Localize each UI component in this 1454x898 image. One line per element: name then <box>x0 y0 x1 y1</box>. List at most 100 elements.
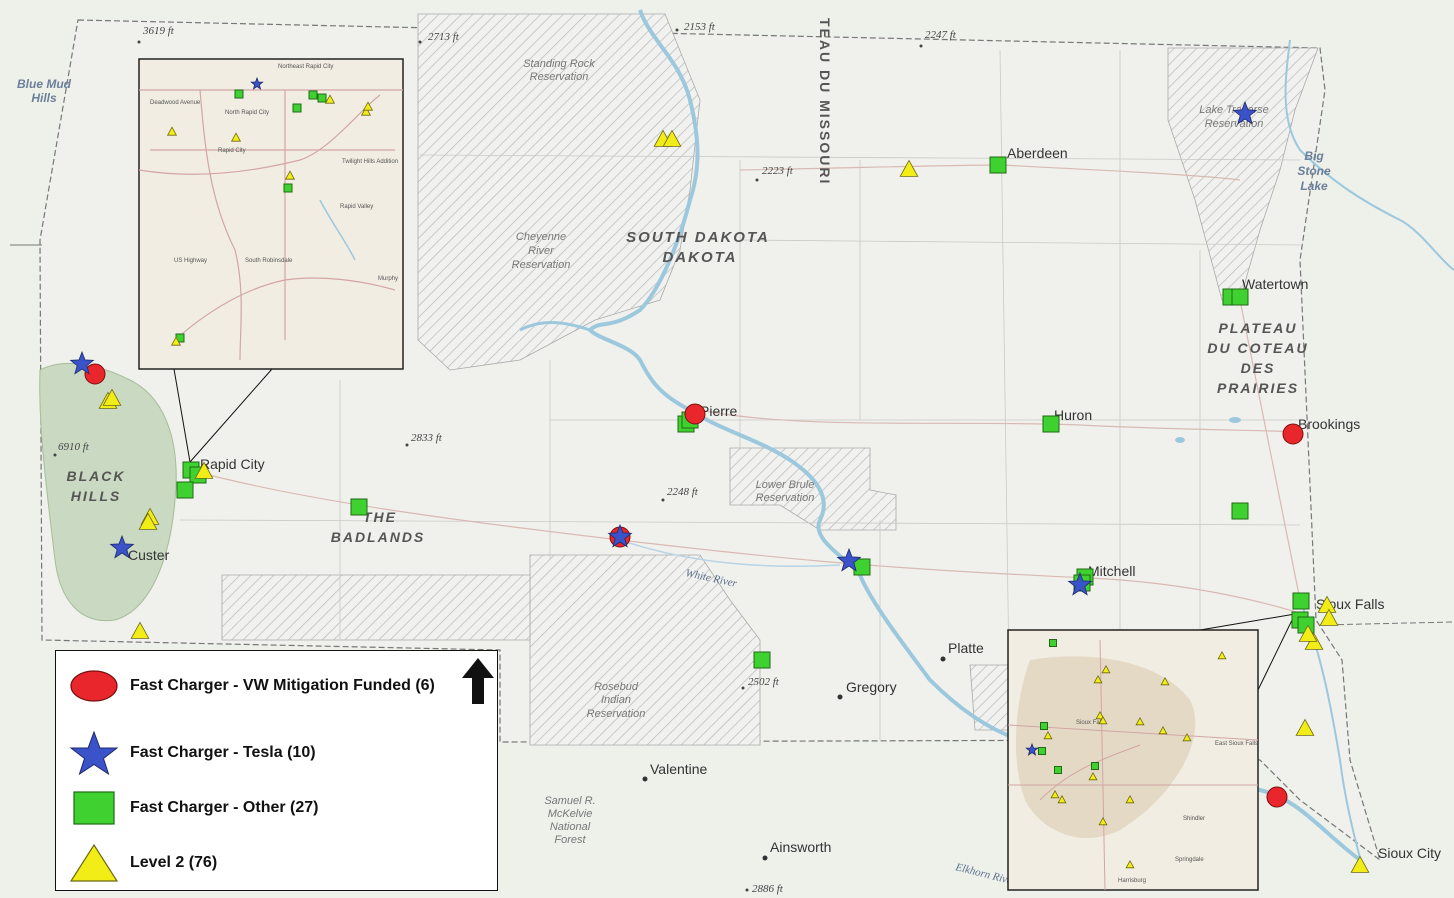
fast-charger-other-marker[interactable] <box>1038 747 1046 755</box>
tesla-marker[interactable] <box>1025 742 1039 756</box>
fast-charger-other-marker[interactable] <box>1292 592 1310 610</box>
level-2-marker[interactable] <box>1098 715 1108 725</box>
level-2-marker[interactable] <box>899 159 919 177</box>
inset-rc-label: US Highway <box>174 258 207 264</box>
city-valentine: Valentine <box>650 761 708 777</box>
lower-brule-label-1: Lower Brule <box>756 479 815 491</box>
vw-funded-marker[interactable] <box>1282 423 1304 445</box>
lake <box>1229 417 1241 423</box>
tesla-marker[interactable] <box>250 76 264 90</box>
plateau-label-1: PLATEAU <box>1218 320 1297 336</box>
level-2-marker[interactable] <box>230 132 242 142</box>
level-2-marker[interactable] <box>1088 771 1098 781</box>
level-2-marker[interactable] <box>1319 608 1339 626</box>
green-square-icon <box>73 791 115 825</box>
vw-funded-marker[interactable] <box>84 363 106 385</box>
big-stone-lake-label-1: Big <box>1304 149 1324 163</box>
fast-charger-other-marker[interactable] <box>308 90 318 100</box>
fast-charger-other-marker[interactable] <box>1091 762 1099 770</box>
vw-funded-marker[interactable] <box>1266 786 1288 808</box>
level-2-marker[interactable] <box>170 336 182 346</box>
level-2-marker[interactable] <box>1093 674 1103 684</box>
inset-sioux-falls[interactable]: Sioux Falls East Sioux Falls Harrisburg … <box>1007 629 1259 891</box>
fast-charger-other-marker[interactable] <box>1231 288 1249 306</box>
level-2-marker[interactable] <box>1298 624 1318 642</box>
level-2-marker[interactable] <box>284 170 296 180</box>
inset-rapid-city[interactable]: Northeast Rapid City Deadwood Avenue Nor… <box>138 58 404 370</box>
blue-mud-hills-label-1: Blue Mud <box>17 77 72 91</box>
level-2-marker[interactable] <box>1050 789 1060 799</box>
legend-label: Fast Charger - Other (27) <box>130 799 319 816</box>
city-huron: Huron <box>1054 407 1092 423</box>
level-2-marker[interactable] <box>1043 730 1053 740</box>
legend-item-other: Fast Charger - Other (27) <box>56 788 318 828</box>
level-2-marker[interactable] <box>324 94 336 104</box>
level-2-marker[interactable] <box>166 126 178 136</box>
level-2-marker[interactable] <box>1101 664 1111 674</box>
city-pierre: Pierre <box>700 403 738 419</box>
tesla-marker[interactable] <box>607 523 633 548</box>
rosebud-label-1: Rosebud <box>594 681 639 693</box>
level-2-marker[interactable] <box>1125 794 1135 804</box>
tesla-marker[interactable] <box>1232 100 1258 125</box>
level-2-marker[interactable] <box>1182 732 1192 742</box>
standing-rock-label-2: Reservation <box>530 71 589 83</box>
coteau-du-missouri-label: TEAU DU MISSOURI <box>817 18 833 185</box>
level-2-marker[interactable] <box>362 101 374 111</box>
level-2-marker[interactable] <box>194 461 214 479</box>
fast-charger-other-marker[interactable] <box>1054 766 1062 774</box>
city-ainsworth: Ainsworth <box>770 839 831 855</box>
badlands-label-1: THE <box>363 509 397 525</box>
north-arrow-icon <box>462 658 494 704</box>
fast-charger-other-marker[interactable] <box>1049 639 1057 647</box>
level-2-marker[interactable] <box>138 512 158 530</box>
level-2-marker[interactable] <box>1057 794 1067 804</box>
fast-charger-other-marker[interactable] <box>350 498 368 516</box>
fast-charger-other-marker[interactable] <box>283 183 293 193</box>
level-2-marker[interactable] <box>1160 676 1170 686</box>
tesla-marker[interactable] <box>1067 571 1093 596</box>
legend-item-vw: Fast Charger - VW Mitigation Funded (6) <box>56 666 435 706</box>
fast-charger-other-marker[interactable] <box>1231 502 1249 520</box>
level-2-marker[interactable] <box>1098 816 1108 826</box>
black-hills-label-1: BLACK <box>67 468 126 484</box>
vw-funded-marker[interactable] <box>684 403 706 425</box>
rosebud-label-3: Reservation <box>587 708 646 720</box>
level-2-markers <box>98 129 1370 873</box>
inset-rc-label: Northeast Rapid City <box>278 64 333 70</box>
level-2-marker[interactable] <box>102 388 122 406</box>
fast-charger-other-marker[interactable] <box>989 156 1007 174</box>
level-2-marker[interactable] <box>662 129 682 147</box>
tesla-marker[interactable] <box>836 547 862 572</box>
elevation-2886: 2886 ft <box>752 883 784 895</box>
inset-sf-label: Harrisburg <box>1118 878 1146 884</box>
level-2-marker[interactable] <box>1158 725 1168 735</box>
inset-leader-lines <box>173 368 1296 691</box>
level-2-marker[interactable] <box>1350 855 1370 873</box>
fast-charger-other-marker[interactable] <box>853 558 871 576</box>
level-2-marker[interactable] <box>1135 716 1145 726</box>
fast-charger-other-marker[interactable] <box>292 103 302 113</box>
legend-item-level2: Level 2 (76) <box>56 843 217 883</box>
cheyenne-river-label-1: Cheyenne <box>516 231 566 243</box>
level-2-marker[interactable] <box>360 106 372 116</box>
fast-charger-other-marker[interactable] <box>753 651 771 669</box>
white-river-line <box>619 539 841 567</box>
standing-rock-cheyenne-reservation <box>417 13 701 371</box>
tesla-marker[interactable] <box>109 534 135 559</box>
level-2-marker[interactable] <box>1217 650 1227 660</box>
lake-traverse-reservation <box>1167 47 1319 301</box>
fast-charger-other-marker[interactable] <box>1042 415 1060 433</box>
elevation-2713: 2713 ft <box>428 31 460 43</box>
fast-charger-other-marker[interactable] <box>1040 722 1048 730</box>
level-2-marker[interactable] <box>130 621 150 639</box>
level-2-marker[interactable] <box>1095 710 1105 720</box>
tesla-marker[interactable] <box>69 350 95 375</box>
mckelvie-label-4: Forest <box>554 834 586 846</box>
level-2-marker[interactable] <box>1295 718 1315 736</box>
fast-charger-other-marker[interactable] <box>317 93 327 103</box>
level-2-marker[interactable] <box>1125 859 1135 869</box>
fast-charger-other-marker[interactable] <box>234 89 244 99</box>
fast-charger-other-marker[interactable] <box>176 481 194 499</box>
